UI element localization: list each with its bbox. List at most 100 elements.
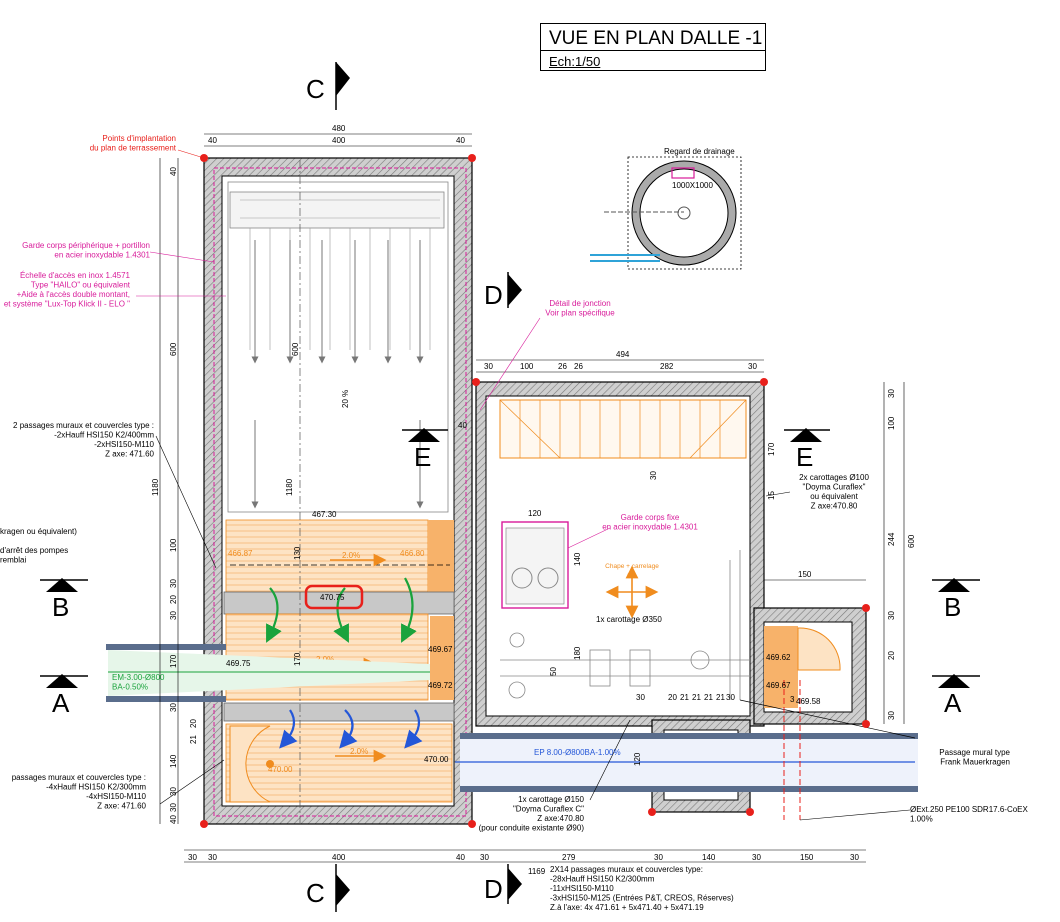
note-core-150: 1x carottage Ø150"Doyma Curaflex C"Z axe… (479, 795, 585, 833)
annotation-line: 2 passages muraux et couvercles type : (13, 421, 154, 430)
annotation-line: -4xHauff HSI150 K2/300mm (46, 783, 146, 792)
em-flow-band (108, 650, 430, 696)
dim-rs-150: 150 (798, 570, 812, 579)
annotation-line: ØExt.250 PE100 SDR17.6-CoEX (910, 805, 1029, 814)
flow-arrows-upper (251, 240, 424, 509)
note-wall-passages-bottom: passages muraux et couvercles type :-4xH… (12, 773, 147, 811)
annotation-line: Z axe:470.80 (811, 502, 858, 511)
annotation-line: 1x carottage Ø150 (518, 795, 584, 804)
dim-40-a: 40 (208, 136, 217, 145)
dim-left-1180: 1180 (151, 478, 160, 496)
slope-label: 20 % (341, 390, 350, 408)
dim-b-30a: 30 (188, 853, 197, 862)
annotation-line: d'arrêt des pompes (0, 546, 68, 555)
dim-m-120: 120 (528, 509, 542, 518)
elev-470-75: 470.75 (320, 593, 345, 602)
dim-r-26b: 26 (574, 362, 583, 371)
elev-469-67b: 469.67 (766, 681, 791, 690)
annotation-line: Type "HAILO" ou équivalent (31, 281, 131, 290)
dimension-texts: 480 40 400 40 40 600 1180 100 30 20 30 1… (151, 124, 916, 876)
pipe-em-upper (106, 644, 226, 650)
grey-beam-lower (223, 702, 455, 722)
dim-b-30e: 30 (752, 853, 761, 862)
elev-469-67: 469.67 (428, 645, 453, 654)
dim-left-30b: 30 (169, 611, 178, 620)
dim-m-40: 40 (458, 421, 467, 430)
dim-left-30c: 30 (169, 703, 178, 712)
stair-landing (499, 399, 747, 459)
dim-left-20b: 20 (189, 719, 198, 728)
annotation-line: Z axe: 471.60 (97, 802, 146, 811)
dim-r-30b: 30 (748, 362, 757, 371)
pipe-ep-upper (460, 733, 918, 739)
dim-rs-20: 20 (887, 651, 896, 660)
section-c-top: C (306, 74, 325, 104)
elev-469-72: 469.72 (428, 681, 453, 690)
annotation-line: Garde corps fixe (621, 513, 680, 522)
dim-left-40: 40 (169, 167, 178, 176)
dim-left-170: 170 (169, 654, 178, 668)
section-b-right: B (944, 592, 961, 622)
section-markers: C C D D E E B B A A (40, 62, 980, 912)
annotation-line: 2x carottages Ø100 (799, 473, 869, 482)
dim-rs-100: 100 (887, 416, 896, 430)
annotation-line: en acier inoxydable 1.4301 (602, 523, 698, 532)
elev-469-58: 469.58 (796, 697, 821, 706)
dim-m-21d: 21 (716, 693, 725, 702)
annotation-line: 1.00% (910, 815, 933, 824)
dim-left-21: 21 (189, 735, 198, 744)
note-ep-pipe: EP 8.00-Ø800BA-1.00% (534, 748, 621, 757)
dim-m-30c: 30 (726, 693, 735, 702)
annotation-line: -4xHSI150-M110 (86, 792, 146, 801)
pump-rail-box (501, 521, 569, 609)
slope-1: 2.0% (342, 551, 360, 560)
annotation-line: -3xHSI150-M125 (Entrées P&T, CREOS, Rése… (550, 894, 734, 903)
drawing-scale: Ech:1/50 (549, 54, 601, 69)
note-kragen: kragen ou équivalent) (0, 527, 77, 536)
dim-rs-170: 170 (767, 442, 776, 456)
orange-sump-middle (430, 616, 454, 700)
dimension-lines (159, 133, 905, 863)
annotation-line: Z axe: 471.60 (105, 450, 154, 459)
main-chamber-interior (221, 175, 455, 807)
dim-inner-170: 170 (293, 652, 302, 666)
dim-inner-1180: 1180 (285, 478, 294, 496)
annotation-line: 0% (627, 573, 637, 580)
annotation-line: ou équivalent (810, 492, 858, 501)
dim-m-21b: 21 (692, 693, 701, 702)
annotation-line: -2xHauff HSI150 K2/400mm (54, 431, 154, 440)
dim-inner-600: 600 (291, 342, 300, 356)
elevations: 467.30 466.87 466.80 470.75 469.75 469.6… (226, 510, 821, 774)
elev-466-80: 466.80 (400, 549, 425, 558)
dim-m-180: 180 (573, 646, 582, 660)
dim-left-30d: 30 (169, 787, 178, 796)
annotation-line: Chape + carrelage (605, 563, 659, 570)
guard-rail-outline (213, 167, 467, 817)
annotation-line: Voir plan spécifique (545, 309, 615, 318)
orange-floor-lower (225, 723, 453, 803)
dim-m-30b: 30 (636, 693, 645, 702)
note-screed: Chape + carrelage 0% (605, 563, 659, 580)
dim-left-30: 30 (169, 579, 178, 588)
pump-station (505, 527, 565, 605)
annotation-line: -11xHSI150-M110 (550, 884, 614, 893)
annotation-line: remblai (0, 556, 26, 565)
dim-left-140: 140 (169, 754, 178, 768)
dim-inner-130: 130 (293, 546, 302, 560)
manhole-label: Regard de drainage (664, 147, 735, 156)
dim-b-140: 140 (702, 853, 716, 862)
dim-b-30b: 30 (208, 853, 217, 862)
drainage-manhole: Regard de drainage 1000X1000 (590, 147, 742, 270)
manhole-ring-inner (639, 168, 729, 258)
dim-m-50: 50 (549, 667, 558, 676)
section-b-left: B (52, 592, 69, 622)
dim-r-282: 282 (660, 362, 674, 371)
dim-m-21a: 21 (680, 693, 689, 702)
annotation-line: Frank Mauerkragen (940, 758, 1010, 767)
